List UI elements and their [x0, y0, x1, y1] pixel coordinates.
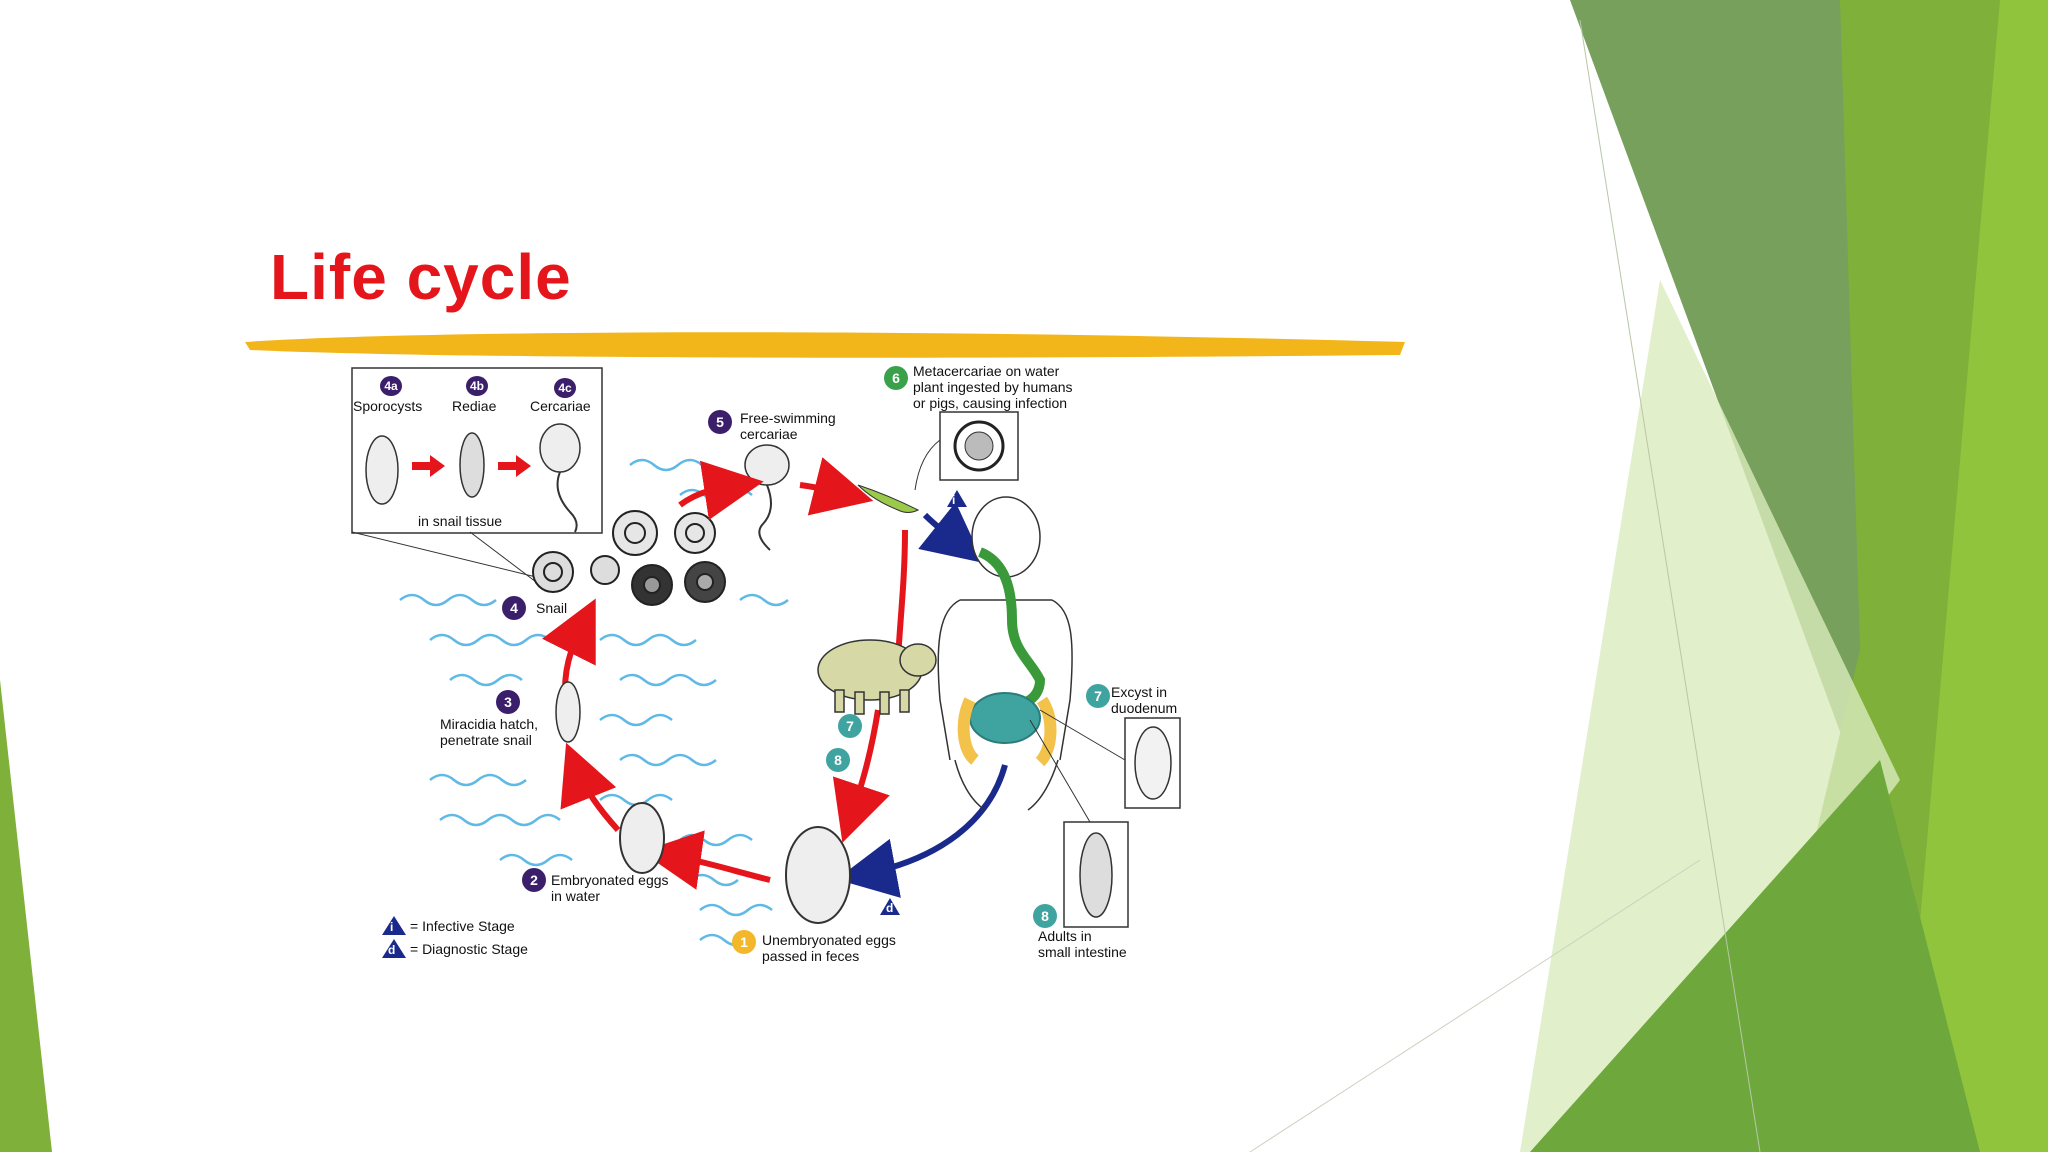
label-3-line2: penetrate snail: [440, 732, 532, 748]
label-miracidia: Miracidia hatch, penetrate snail: [440, 716, 538, 748]
label-adults: Adults in small intestine: [1038, 928, 1127, 960]
legend-diagnostic-icon: [382, 939, 406, 958]
sporocyst-drawing: [365, 435, 399, 505]
legend-infective-text: = Infective Stage: [410, 918, 515, 934]
label-5-line2: cercariae: [740, 426, 798, 442]
badge-8: 8: [1033, 904, 1057, 928]
label-sporocysts: Sporocysts: [353, 398, 423, 414]
inset-caption: in snail tissue: [418, 513, 503, 529]
legend-infective-icon: [382, 916, 406, 935]
snails: [532, 510, 726, 606]
cercaria-drawing: [539, 423, 581, 473]
pig-drawing: [817, 639, 937, 715]
badge-3: 3: [496, 690, 520, 714]
label-1-line1: Unembryonated eggs: [762, 932, 896, 948]
badge-1: 1: [732, 930, 756, 954]
infective-marker-label: i: [952, 493, 956, 507]
label-5-line1: Free-swimming: [740, 410, 836, 426]
label-unembryonated-eggs: Unembryonated eggs passed in feces: [762, 932, 896, 964]
label-7-line2: duodenum: [1111, 700, 1178, 716]
badge-4c: 4c: [554, 378, 576, 398]
legend-infective-letter: i: [390, 920, 394, 934]
badge-7: 7: [1086, 684, 1110, 708]
badge-5: 5: [708, 410, 732, 434]
right-facet-pale: [1520, 280, 1900, 1152]
human-arrows: [836, 502, 1008, 898]
badge-pig-7: 7: [838, 714, 862, 738]
slide-title: Life cycle: [270, 241, 572, 313]
badge-4: 4: [502, 596, 526, 620]
right-facet-light: [1900, 0, 2048, 1152]
badge-4b: 4b: [466, 376, 488, 396]
water-plant-leaf: [857, 484, 920, 513]
label-7-line1: Excyst in: [1111, 684, 1168, 700]
label-rediae: Rediae: [452, 398, 497, 414]
decor-line: [1579, 19, 1761, 1152]
label-6-line1: Metacercariae on water: [913, 363, 1060, 379]
label-snail: Snail: [536, 600, 568, 616]
label-8-line2: small intestine: [1038, 944, 1127, 960]
redia-drawing: [459, 432, 485, 498]
label-3-line1: Miracidia hatch,: [440, 716, 539, 732]
label-embryonated-eggs: Embryonated eggs in water: [551, 872, 669, 904]
miracidium-drawing: [555, 681, 581, 743]
left-green-strip: [0, 680, 52, 1152]
inset-arrow: [412, 455, 445, 477]
legend-diagnostic-text: = Diagnostic Stage: [410, 941, 528, 957]
inset-arrow: [498, 455, 531, 477]
embryonated-egg-drawing: [619, 802, 665, 874]
label-6-line2: plant ingested by humans: [913, 379, 1073, 395]
infective-marker: [947, 490, 967, 507]
label-2-line2: in water: [551, 888, 601, 904]
badge-6: 6: [884, 366, 908, 390]
badge-2: 2: [522, 868, 546, 892]
label-1-line2: passed in feces: [762, 948, 860, 964]
right-facet-bottom: [1530, 760, 1980, 1152]
label-2-line1: Embryonated eggs: [551, 872, 669, 888]
legend-diagnostic-letter: d: [388, 943, 396, 957]
diagnostic-marker-label: d: [886, 901, 894, 915]
label-excyst: Excyst in duodenum: [1111, 684, 1177, 716]
label-8-line1: Adults in: [1038, 928, 1092, 944]
intestine-drawing: [969, 692, 1041, 744]
label-free-swimming: Free-swimming cercariae: [740, 410, 836, 442]
badge-pig-8: 8: [826, 748, 850, 772]
unembryonated-egg-drawing: [785, 826, 851, 924]
label-6-line3: or pigs, causing infection: [913, 395, 1068, 411]
label-metacercariae: Metacercariae on water plant ingested by…: [913, 363, 1073, 411]
free-cercaria-drawing: [744, 444, 790, 486]
diagnostic-marker: [880, 898, 900, 915]
badge-4a: 4a: [380, 376, 402, 396]
label-cercariae: Cercariae: [530, 398, 591, 414]
decor-line: [1249, 859, 1701, 1152]
